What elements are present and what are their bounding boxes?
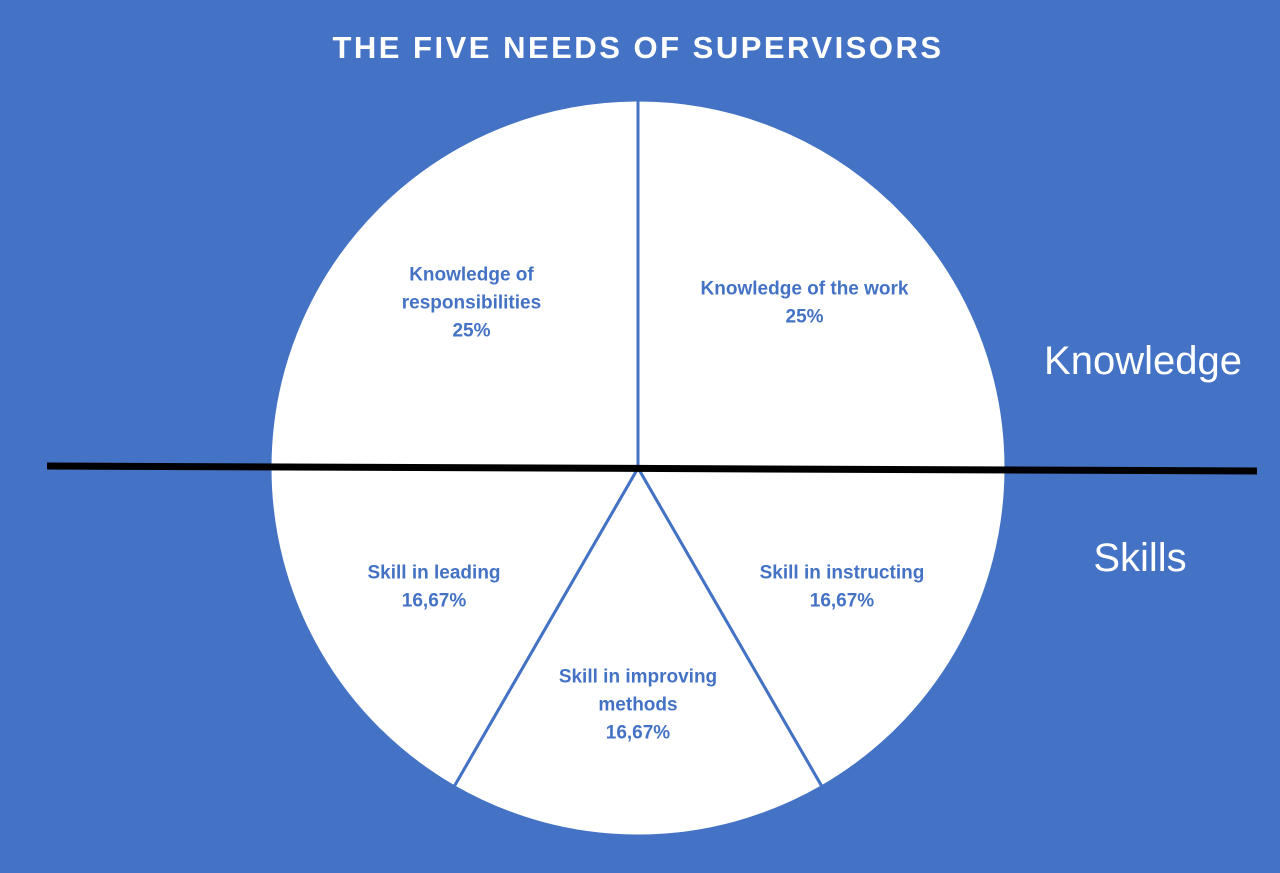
slice-name-label: Knowledge of [409, 264, 534, 285]
pie-slice [636, 98, 1008, 470]
pie-slice [451, 465, 825, 838]
knowledge-skills-divider [46, 462, 1258, 475]
pie-slice [635, 466, 1008, 789]
slice-value-label: 16,67% [810, 591, 875, 612]
slice-name-label: methods [598, 695, 677, 716]
slice-label: Skill in leading 16,67% [368, 563, 501, 612]
slice-labels: Knowledge of the work 25% Skill in instruc… [368, 264, 925, 743]
pie-slices [268, 98, 1008, 838]
slice-name-label: Skill in improving [559, 667, 717, 688]
slice-value-label: 16,67% [606, 723, 671, 744]
slice-label: Skill in instructing 16,67% [760, 563, 925, 612]
slice-value-label: 16,67% [402, 591, 467, 612]
slice-name-label: Skill in instructing [760, 563, 925, 584]
slice-label: Knowledge of the work 25% [701, 278, 909, 327]
slice-value-label: 25% [452, 320, 490, 341]
slice-name-label: responsibilities [402, 292, 541, 313]
group-label-skills: Skills [1093, 536, 1186, 580]
slice-name-label: Skill in leading [368, 563, 501, 584]
chart-title: THE FIVE NEEDS OF SUPERVISORS [332, 30, 943, 65]
slice-value-label: 25% [786, 306, 824, 327]
slice-name-label: Knowledge of the work [701, 278, 909, 299]
slice-label: Skill in improving methods 16,67% [559, 667, 717, 744]
pie-slice [268, 466, 641, 789]
pie-slice [268, 98, 640, 470]
group-label-knowledge: Knowledge [1044, 339, 1242, 383]
slice-label: Knowledge of responsibilities 25% [402, 264, 541, 341]
